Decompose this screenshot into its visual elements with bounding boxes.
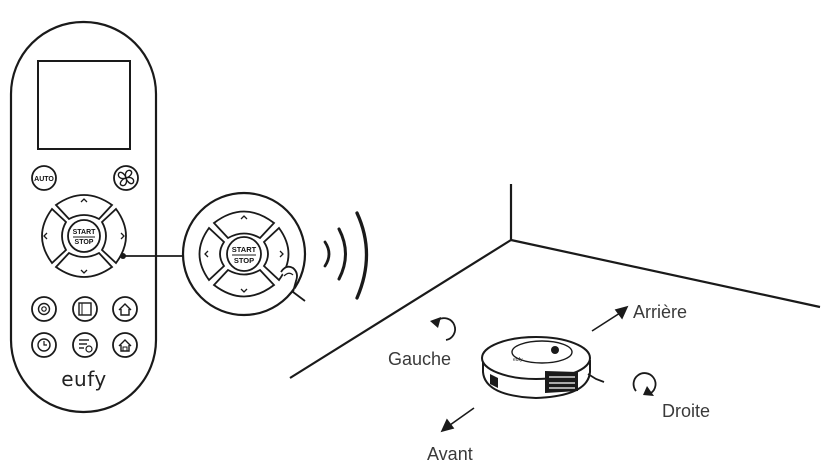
chevron-up-icon	[80, 198, 88, 203]
zoom-dpad-up	[212, 210, 276, 240]
finger-pointer	[280, 265, 306, 302]
signal-waves-icon	[323, 211, 369, 300]
zoom-dpad-right	[262, 226, 290, 282]
rotate-right-icon	[632, 372, 657, 396]
fan-icon[interactable]	[113, 165, 139, 191]
return-home-icon[interactable]	[112, 332, 138, 358]
chevron-down-icon	[80, 269, 88, 274]
arrow-forward-icon	[440, 407, 475, 433]
schedule-icon[interactable]	[31, 332, 57, 358]
auto-button[interactable]	[31, 165, 57, 191]
right-label: Droite	[662, 401, 710, 421]
schedule-list-icon[interactable]	[72, 332, 98, 358]
remote-screen	[37, 60, 131, 150]
remote-control	[9, 20, 158, 414]
spot-clean-icon[interactable]	[31, 296, 57, 322]
start-label: START	[73, 229, 97, 236]
eufy-logo: eufy	[61, 367, 107, 391]
robot-vacuum: eufy	[481, 336, 605, 400]
zoom-circle	[181, 191, 307, 317]
dpad-left-button[interactable]	[41, 207, 68, 265]
room-corner	[289, 184, 821, 379]
auto-label: AUTO	[34, 176, 54, 183]
zoom-stop-label: STOP	[234, 256, 254, 265]
stop-label: STOP	[75, 239, 94, 246]
forward-label: Avant	[427, 444, 473, 464]
remote-dpad	[41, 194, 127, 278]
zoom-start-label: START	[232, 245, 257, 254]
zoom-start-stop-button	[226, 236, 262, 272]
back-label: Arrière	[633, 302, 687, 322]
dpad-right-button[interactable]	[100, 207, 127, 265]
svg-text:eufy: eufy	[513, 357, 523, 363]
dpad-down-button[interactable]	[54, 251, 114, 278]
arrow-back-icon	[591, 305, 629, 332]
chevron-left-icon	[43, 232, 48, 240]
dpad-up-button[interactable]	[54, 194, 114, 221]
zoom-dpad-down	[212, 268, 276, 298]
chevron-right-icon	[120, 232, 125, 240]
callout-connector	[120, 253, 183, 259]
zoom-dpad-left	[198, 226, 226, 282]
edge-clean-icon[interactable]	[72, 296, 98, 322]
dpad-zoom	[181, 191, 307, 317]
remote-body	[9, 20, 158, 414]
start-stop-button[interactable]	[67, 219, 101, 253]
left-label: Gauche	[388, 349, 451, 369]
rotate-left-icon	[430, 317, 456, 341]
home-icon[interactable]	[112, 296, 138, 322]
